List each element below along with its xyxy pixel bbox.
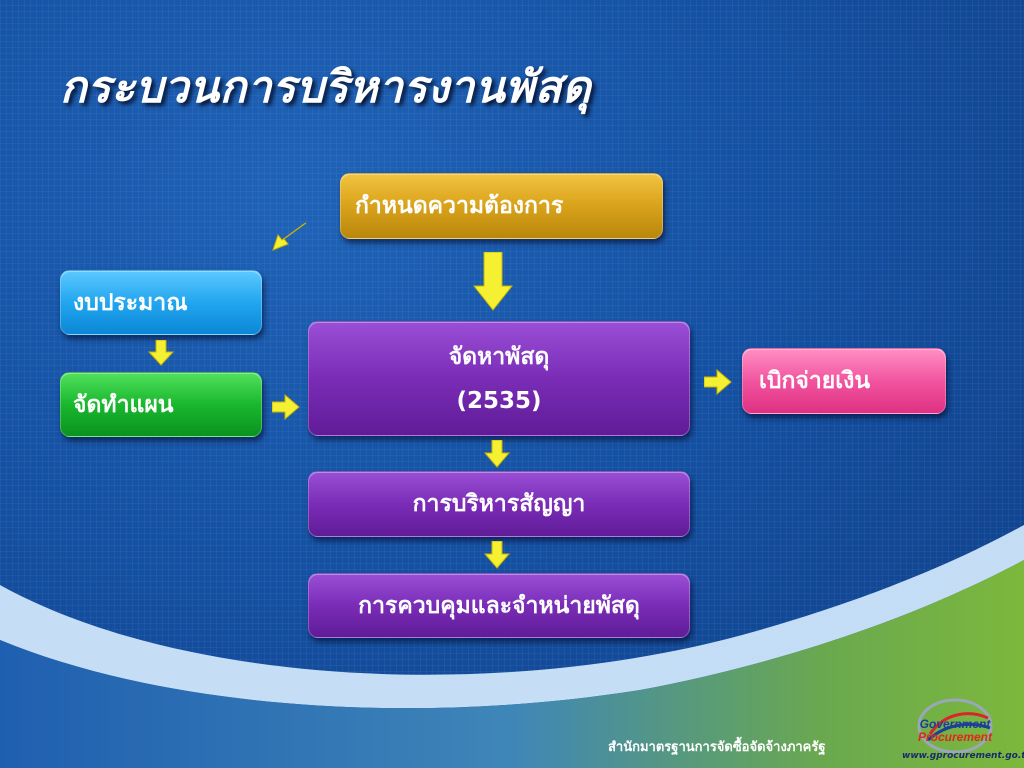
disbursement-label: เบิกจ่ายเงิน xyxy=(759,368,871,394)
arrow-down-to-procurement xyxy=(473,252,513,311)
procurement-label: จัดหาพัสดุ xyxy=(448,343,550,370)
budget-box: งบประมาณ xyxy=(60,270,262,335)
contract-management-label: การบริหารสัญญา xyxy=(412,491,586,517)
government-procurement-logo: Government Procurement xyxy=(917,698,993,754)
control-disposal-label: การควบคุมและจำหน่ายพัสดุ xyxy=(358,592,640,619)
define-needs-label: กำหนดความต้องการ xyxy=(355,193,564,219)
wave-band xyxy=(0,560,1024,768)
plan-box: จัดทำแผน xyxy=(60,372,262,437)
arrow-right-to-procurement xyxy=(272,394,300,420)
plan-label: จัดทำแผน xyxy=(73,391,174,418)
procurement-year-label: (2535) xyxy=(456,387,542,414)
footer-organization: สำนักมาตรฐานการจัดซื้อจัดจ้างภาครัฐ xyxy=(608,740,826,755)
footer-website: www.gprocurement.go.th xyxy=(902,751,1024,761)
arrow-right-to-disbursement xyxy=(704,369,732,395)
wave-light xyxy=(0,525,1024,709)
procurement-box: จัดหาพัสดุ (2535) xyxy=(308,321,690,436)
arrow-down-to-contract xyxy=(484,440,510,468)
arrow-down-to-plan xyxy=(148,340,174,366)
disbursement-box: เบิกจ่ายเงิน xyxy=(742,348,946,414)
logo-text-bottom: Procurement xyxy=(918,730,993,744)
slide-title: กระบวนการบริหารงานพัสดุ xyxy=(60,62,592,113)
arrow-down-to-control xyxy=(484,541,510,569)
arrow-diagonal-to-budget xyxy=(272,222,307,251)
budget-label: งบประมาณ xyxy=(73,289,188,316)
control-disposal-box: การควบคุมและจำหน่ายพัสดุ xyxy=(308,573,690,638)
define-needs-box: กำหนดความต้องการ xyxy=(340,173,663,239)
logo-text-top: Government xyxy=(920,717,992,731)
contract-management-box: การบริหารสัญญา xyxy=(308,471,690,537)
